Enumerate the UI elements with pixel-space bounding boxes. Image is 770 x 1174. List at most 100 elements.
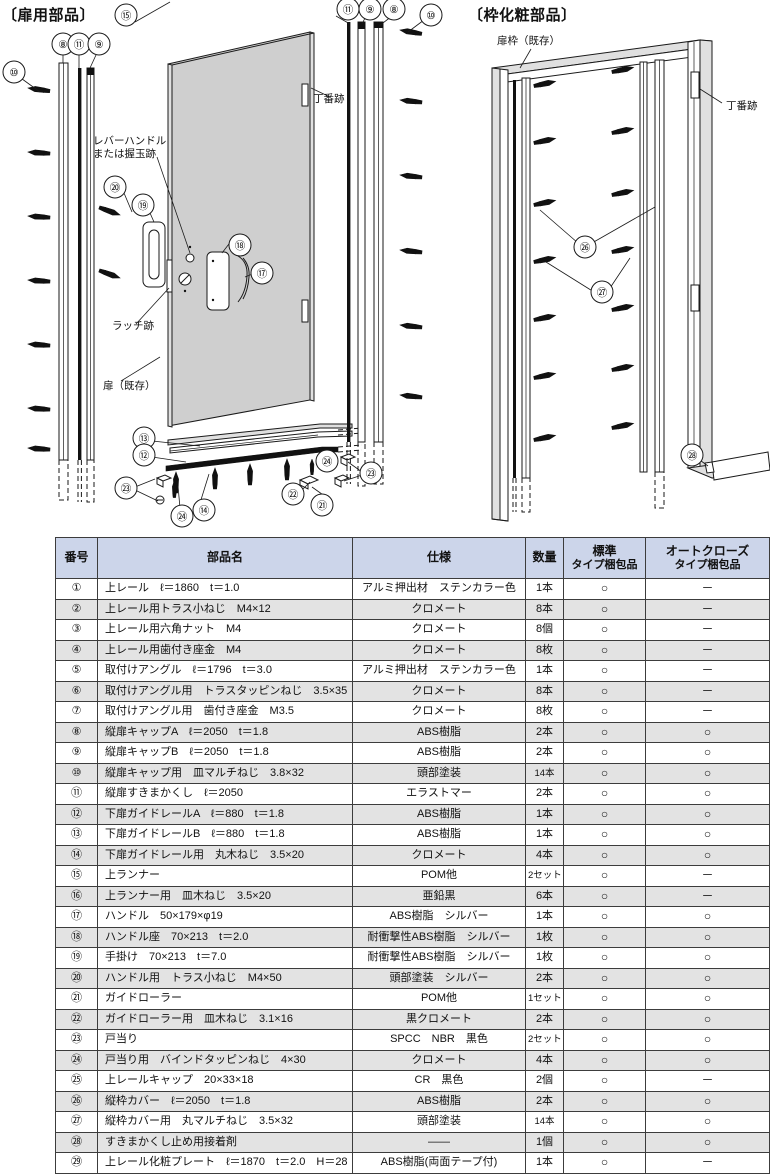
cell-qty: 8本: [525, 680, 564, 702]
callout-23-right: ㉓: [359, 461, 383, 485]
cell-name: ガイドローラー: [97, 988, 353, 1010]
cell-std: ○: [563, 639, 646, 661]
latch-mark: [166, 259, 173, 293]
svg-text:㉒: ㉒: [288, 489, 299, 501]
svg-text:⑲: ⑲: [138, 200, 149, 212]
cell-auto: ○: [645, 742, 770, 764]
col-header-autoclose-bottom: タイプ梱包品: [674, 558, 741, 571]
leader-lines: [17, 1, 723, 509]
svg-text:㉔: ㉔: [322, 456, 333, 468]
cell-spec: クロメート: [352, 639, 526, 661]
col-header-standard-top: 標準: [592, 543, 617, 558]
cell-no: ⑬: [55, 824, 98, 846]
cell-name: 取付けアングル用 トラスタッピンねじ 3.5×35: [97, 680, 353, 702]
cell-spec: POM他: [352, 865, 526, 887]
cell-std: ○: [563, 988, 646, 1010]
cell-no: ㉔: [55, 1049, 98, 1071]
cell-name: ハンドル座 70×213 t＝2.0: [97, 926, 353, 948]
cell-spec: ABS樹脂: [352, 721, 526, 743]
cell-qty: 8本: [525, 598, 564, 620]
cell-auto: ○: [645, 762, 770, 784]
svg-text:⑨: ⑨: [94, 39, 104, 51]
cell-auto: ○: [645, 721, 770, 743]
cell-name: 縦扉キャップ用 皿マルチねじ 3.8×32: [97, 762, 353, 784]
col-header-standard-bottom: タイプ梱包品: [571, 558, 638, 571]
part-vertical-cap-a: [58, 62, 69, 501]
cell-name: 縦扉キャップB ℓ＝2050 t＝1.8: [97, 742, 353, 764]
cell-std: ○: [563, 1008, 646, 1030]
cell-std: ○: [563, 1131, 646, 1153]
screw-group-frame-right: [611, 64, 635, 431]
cell-auto: ○: [645, 1111, 770, 1133]
label-frame-existing: 扉枠（既存）: [497, 35, 560, 47]
cell-spec: クロメート: [352, 598, 526, 620]
cell-spec: ABS樹脂: [352, 824, 526, 846]
svg-text:⑧: ⑧: [389, 4, 399, 16]
cell-no: ③: [55, 619, 98, 641]
cell-auto: －: [645, 865, 770, 887]
cell-spec: ABS樹脂: [352, 742, 526, 764]
label-door-existing: 扉（既存）: [103, 380, 156, 392]
table-header-row: 番号 部品名 仕様 数量 標準 タイプ梱包品 オートクローズ タイプ梱包品: [55, 537, 770, 579]
callout-18: ⑱: [228, 233, 252, 257]
cell-std: ○: [563, 844, 646, 866]
cell-qty: 2個: [525, 1070, 564, 1092]
cell-auto: ○: [645, 906, 770, 928]
cell-no: ⑭: [55, 844, 98, 866]
cell-no: ①: [55, 578, 98, 600]
cell-no: ⑪: [55, 783, 98, 805]
cell-auto: ○: [645, 844, 770, 866]
cell-spec: ABS樹脂: [352, 1090, 526, 1112]
cell-spec: ABS樹脂 シルバー: [352, 906, 526, 928]
callout-27: ㉗: [590, 280, 614, 304]
callout-15: ⑮: [114, 3, 138, 27]
part-gap-filler-strip: [77, 68, 82, 502]
cell-qty: 1本: [525, 803, 564, 825]
cell-std: ○: [563, 824, 646, 846]
cell-auto: －: [645, 1070, 770, 1092]
cell-std: ○: [563, 762, 646, 784]
cell-std: ○: [563, 1111, 646, 1133]
cell-no: ㉘: [55, 1131, 98, 1153]
cell-std: ○: [563, 1070, 646, 1092]
cell-name: 下扉ガイドレールA ℓ＝880 t＝1.8: [97, 803, 353, 825]
cell-std: ○: [563, 865, 646, 887]
cell-std: ○: [563, 1152, 646, 1174]
cell-auto: ○: [645, 967, 770, 989]
cell-auto: ○: [645, 1029, 770, 1051]
svg-text:⑱: ⑱: [235, 240, 246, 252]
callout-24-right: ㉔: [315, 449, 339, 473]
svg-text:⑪: ⑪: [343, 4, 354, 16]
col-header-spec: 仕様: [352, 537, 526, 579]
cell-std: ○: [563, 578, 646, 600]
svg-text:⑬: ⑬: [139, 433, 150, 445]
cell-no: ④: [55, 639, 98, 661]
cell-std: ○: [563, 967, 646, 989]
cell-name: 縦扉すきまかくし ℓ＝2050: [97, 783, 353, 805]
cell-no: ⑲: [55, 947, 98, 969]
svg-text:⑨: ⑨: [365, 4, 375, 16]
cell-qty: 2本: [525, 1008, 564, 1030]
cell-qty: 1本: [525, 906, 564, 928]
cell-spec: ABS樹脂: [352, 803, 526, 825]
callout-20: ⑳: [103, 175, 127, 199]
cell-auto: －: [645, 660, 770, 682]
svg-text:⑰: ⑰: [257, 268, 268, 280]
cell-qty: 2本: [525, 1090, 564, 1112]
svg-text:⑮: ⑮: [121, 10, 132, 22]
cell-name: 縦扉キャップA ℓ＝2050 t＝1.8: [97, 721, 353, 743]
cell-std: ○: [563, 680, 646, 702]
cell-no: ⑯: [55, 885, 98, 907]
cell-name: 下扉ガイドレール用 丸木ねじ 3.5×20: [97, 844, 353, 866]
cell-no: ⑮: [55, 865, 98, 887]
col-header-standard-package: 標準 タイプ梱包品: [563, 537, 646, 579]
